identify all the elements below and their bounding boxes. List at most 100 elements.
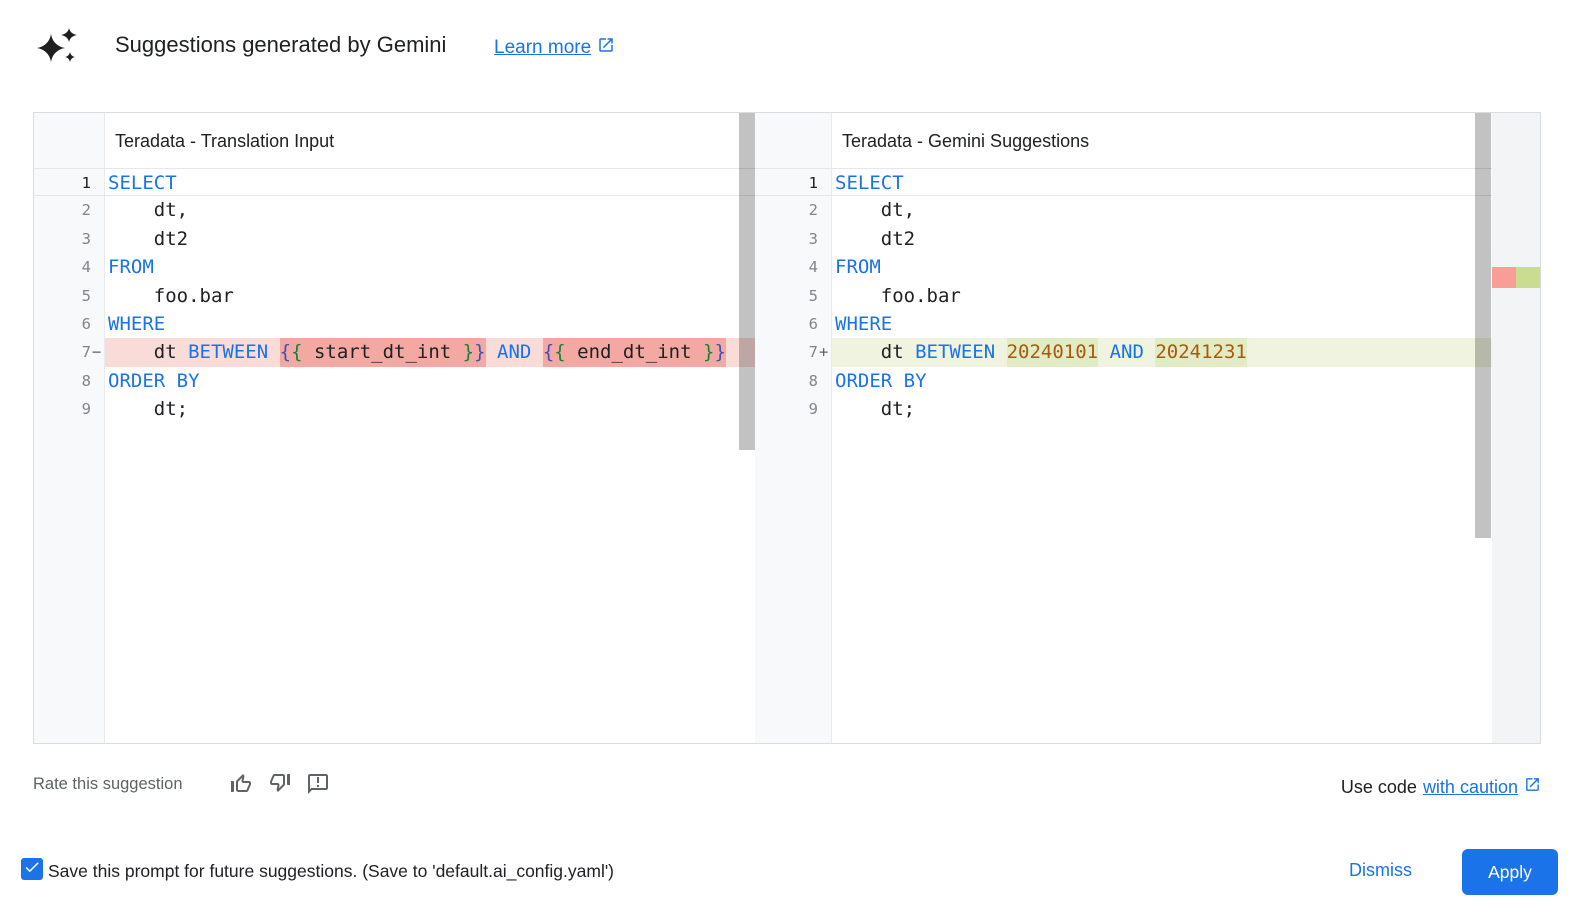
code-line: 3 dt2 bbox=[755, 225, 1492, 253]
diff-marker bbox=[91, 310, 105, 338]
diff-marker bbox=[818, 225, 832, 253]
with-caution-link[interactable]: with caution bbox=[1422, 776, 1518, 797]
diff-marker bbox=[818, 367, 832, 395]
line-number: 2 bbox=[808, 201, 818, 220]
diff-marker bbox=[91, 225, 105, 253]
vertical-scrollbar[interactable] bbox=[1475, 113, 1491, 538]
line-number: 9 bbox=[808, 400, 818, 419]
code-line-text: ORDER BY bbox=[835, 369, 927, 392]
learn-more-link[interactable]: Learn more bbox=[494, 36, 615, 60]
diff-changed-segment: 20241231 bbox=[1155, 338, 1247, 367]
diff-changed-segment: {{ start_dt_int }} bbox=[279, 338, 486, 367]
code-line-text: WHERE bbox=[108, 312, 166, 335]
line-number: 1 bbox=[808, 174, 818, 192]
diff-marker bbox=[818, 196, 832, 224]
code-line-text: dt; bbox=[835, 398, 916, 421]
thumb-down-icon bbox=[268, 774, 292, 799]
line-number: 2 bbox=[81, 201, 91, 220]
diff-marker bbox=[818, 282, 832, 310]
code-line-text: dt BETWEEN {{ start_dt_int }} AND {{ end… bbox=[105, 338, 755, 367]
external-link-icon bbox=[1524, 776, 1541, 798]
use-code-notice: Use code with caution bbox=[1341, 776, 1541, 798]
line-number: 6 bbox=[81, 314, 91, 333]
diff-marker bbox=[818, 169, 832, 195]
code-line: 8 ORDER BY bbox=[755, 367, 1492, 395]
line-number: 4 bbox=[81, 258, 91, 277]
gemini-spark-icon bbox=[36, 26, 80, 71]
code-line: 7− dt BETWEEN {{ start_dt_int }} AND {{ … bbox=[34, 338, 755, 367]
code-line: 5 foo.bar bbox=[34, 282, 755, 310]
dismiss-button[interactable]: Dismiss bbox=[1349, 860, 1412, 880]
diff-changed-segment: 20240101 bbox=[1006, 338, 1099, 367]
code-line: 1 SELECT bbox=[34, 168, 755, 197]
apply-button[interactable]: Apply bbox=[1462, 849, 1558, 895]
code-line-text: dt2 bbox=[108, 227, 189, 250]
code-line-text: foo.bar bbox=[835, 284, 961, 307]
thumb-up-icon bbox=[229, 774, 253, 799]
code-line: 2 dt, bbox=[34, 196, 755, 224]
page-title: Suggestions generated by Gemini bbox=[115, 32, 447, 57]
code-line-text: dt, bbox=[108, 199, 189, 222]
line-number-gutter bbox=[34, 113, 105, 743]
diff-marker bbox=[818, 395, 832, 423]
line-number: 8 bbox=[808, 371, 818, 390]
diff-marker: + bbox=[819, 343, 829, 362]
diff-overview-ruler bbox=[1492, 113, 1540, 743]
feedback-icon bbox=[306, 774, 330, 799]
external-link-icon bbox=[597, 36, 615, 60]
code-line-text: FROM bbox=[835, 256, 881, 279]
editor-title: Teradata - Gemini Suggestions bbox=[842, 131, 1090, 151]
rate-suggestion-label: Rate this suggestion bbox=[33, 775, 183, 793]
save-prompt-checkbox[interactable] bbox=[21, 858, 43, 880]
learn-more-label: Learn more bbox=[494, 37, 592, 58]
line-number: 7 bbox=[808, 343, 818, 362]
diff-marker: − bbox=[92, 343, 102, 362]
line-number: 3 bbox=[808, 229, 818, 248]
line-number: 3 bbox=[81, 229, 91, 248]
line-number: 7 bbox=[81, 343, 91, 362]
code-line-text: dt BETWEEN 20240101 AND 20241231 bbox=[832, 338, 1492, 367]
code-line-text: SELECT bbox=[108, 172, 177, 194]
code-line: 6 WHERE bbox=[755, 310, 1492, 338]
vertical-scrollbar[interactable] bbox=[739, 113, 755, 450]
deletion-mark bbox=[1492, 267, 1516, 288]
editor-title: Teradata - Translation Input bbox=[115, 131, 335, 151]
diff-marker bbox=[818, 310, 832, 338]
diff-marker bbox=[91, 253, 105, 281]
code-line: 7+ dt BETWEEN 20240101 AND 20241231 bbox=[755, 338, 1492, 367]
diff-marker bbox=[91, 196, 105, 224]
save-prompt-label: Save this prompt for future suggestions.… bbox=[48, 861, 614, 881]
code-line: 9 dt; bbox=[755, 395, 1492, 423]
use-code-prefix: Use code bbox=[1340, 776, 1417, 797]
diff-marker bbox=[91, 169, 105, 195]
code-line-text: ORDER BY bbox=[108, 369, 200, 392]
code-line-text: dt; bbox=[108, 398, 189, 421]
code-line: 2 dt, bbox=[755, 196, 1492, 224]
diff-marker bbox=[91, 282, 105, 310]
diff-marker bbox=[818, 253, 832, 281]
code-line-text: FROM bbox=[108, 256, 154, 279]
diff-changed-segment: {{ end_dt_int }} bbox=[542, 338, 726, 367]
line-number-gutter bbox=[755, 113, 832, 743]
checkmark-icon bbox=[23, 858, 41, 881]
line-number: 1 bbox=[81, 174, 91, 192]
code-line: 8 ORDER BY bbox=[34, 367, 755, 395]
diff-marker bbox=[91, 395, 105, 423]
diff-marker bbox=[91, 367, 105, 395]
thumb-down-button[interactable] bbox=[268, 772, 292, 796]
code-line-text: WHERE bbox=[835, 312, 893, 335]
line-number: 6 bbox=[808, 314, 818, 333]
code-line: 5 foo.bar bbox=[755, 282, 1492, 310]
code-line: 6 WHERE bbox=[34, 310, 755, 338]
line-number: 8 bbox=[81, 371, 91, 390]
code-line: 4 FROM bbox=[34, 253, 755, 281]
thumb-up-button[interactable] bbox=[229, 772, 253, 796]
feedback-button[interactable] bbox=[306, 772, 330, 796]
code-line: 9 dt; bbox=[34, 395, 755, 423]
